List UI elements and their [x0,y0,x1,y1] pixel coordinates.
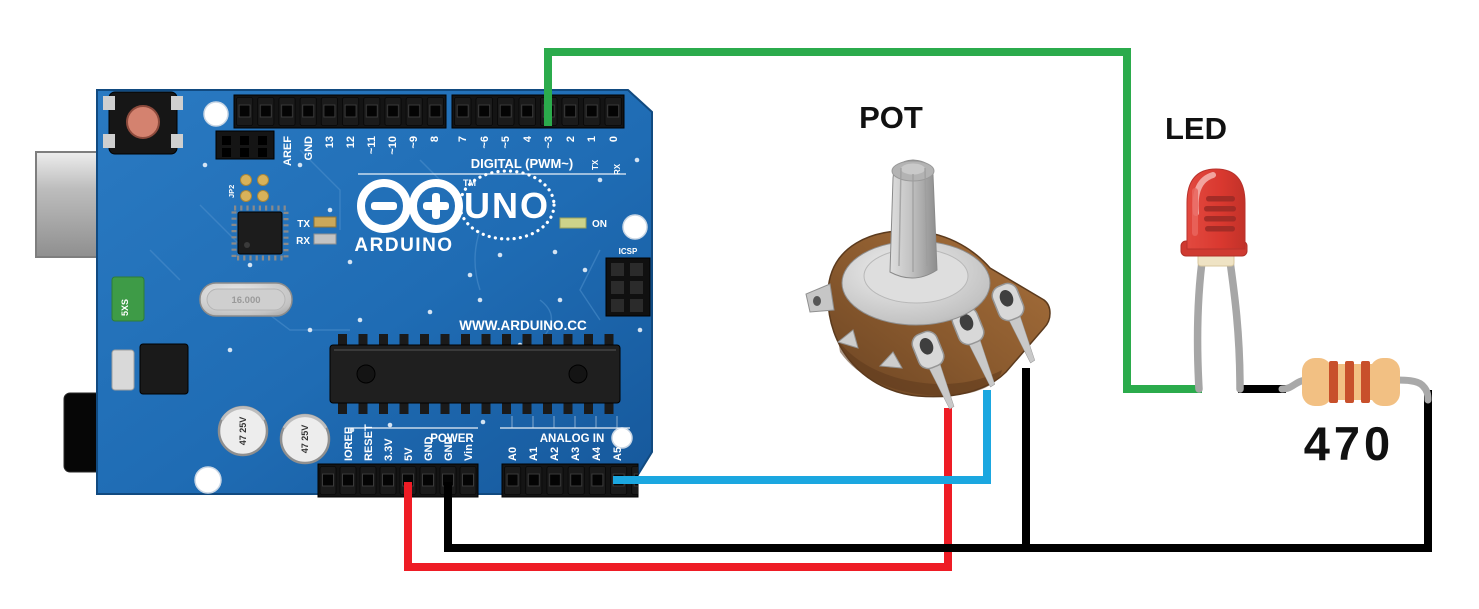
pot-tab-small-1 [836,329,859,349]
crystal-label: 16.000 [231,295,260,306]
pin-label-5v: 5V [403,447,415,461]
pin-label-1: 1 [586,136,598,142]
reset-button [103,91,183,155]
jp2-label: JP2 [227,185,236,198]
capacitor-1: 47 25V [217,405,269,457]
pin-label-8: 8 [429,136,441,142]
resistor [1278,358,1432,406]
analog-section-label: ANALOG IN [540,433,605,445]
pin-label-a3: A3 [570,447,582,461]
icsp-label: ICSP [619,247,638,256]
jp2-pads [240,174,269,202]
pin-label-a4: A4 [591,446,603,461]
polyfuse: 5XS [111,276,145,322]
capacitor-2: 47 25V [279,413,331,465]
pot-shaft [889,159,938,279]
wire-black-gnd-to-resistor [444,390,1432,552]
atmega328-chip [329,334,621,414]
resistor-value-label: 470 [1304,417,1394,470]
analog-trace-lines [511,416,618,428]
pot-body-shadow [838,340,1002,396]
mounting-holes [194,101,648,494]
usb-controller-chip [231,205,289,261]
website-label: WWW.ARDUINO.CC [459,318,587,333]
pin-label-0: 0 [608,136,620,142]
tx-led [313,216,337,228]
led [1180,168,1248,393]
pin-label-10: ~10 [387,136,399,155]
digital-pin-labels-right: 7 ~6 ~5 4 ~3 2 1 0 TX RX [457,135,622,175]
capacitor-2-label: 47 25V [300,425,310,454]
pin-label-4: 4 [522,135,534,142]
wires [404,48,1432,571]
pin-label-aref: AREF [282,136,294,166]
pin-label-vin: Vin [463,444,475,461]
on-led [559,217,587,229]
regulator-pad [111,349,135,391]
voltage-regulator [139,343,189,395]
pin-label-a1: A1 [528,447,540,461]
resistor-right-lead [1388,376,1432,404]
pin-rx-label: RX [613,163,622,175]
led-label: LED [1165,111,1227,146]
pin-label-7: 7 [457,136,469,142]
pin-label-5: ~5 [500,136,512,149]
resistor-bands [1329,361,1370,403]
brand-label: ARDUINO [354,235,453,256]
pot-leg-right [991,282,1036,364]
pin-label-a2: A2 [549,447,561,461]
led-highlight-stripe [1192,188,1198,236]
digital-header-right-pins [452,95,624,128]
pot-label: POT [859,100,923,135]
pin-label-ioref: IOREF [343,427,355,461]
pin-label-12: 12 [345,136,357,148]
power-pin-labels: IOREF RESET 3.3V 5V GND GND Vin [343,424,475,461]
pin-label-a5: A5 [612,447,624,461]
pin-label-reset: RESET [363,424,375,461]
digital-section-label: DIGITAL (PWM~) [471,156,573,171]
usb-icsp-header [215,130,275,160]
fuse-label: 5XS [120,299,130,316]
pin-label-gnd-2: GND [443,437,455,462]
pin-tx-label: TX [591,159,600,170]
uno-badge: UNO [458,169,556,241]
pin-label-9: ~9 [408,136,420,149]
on-label: ON [592,219,607,230]
rx-led [313,233,337,245]
digital-pin-labels-left: AREF GND 13 12 ~11 ~10 ~9 8 [282,136,441,166]
power-section-label: POWER [430,433,474,445]
crystal-oscillator: 16.000 [199,282,293,317]
icsp-header [605,257,651,317]
wire-red-5v-to-pot [404,408,952,571]
wire-blue-a5-to-pot-wiper [613,390,991,484]
pot-mount-tab-hole [813,296,821,306]
uno-label: UNO [464,185,550,226]
analog-pin-labels: A0 A1 A2 A3 A4 A5 [507,446,624,461]
pin-label-6: ~6 [479,136,491,149]
led-right-leg [1225,250,1244,393]
potentiometer [805,159,1051,410]
pin-label-gnd-1: GND [423,437,435,462]
pin-label-2: 2 [565,136,577,142]
wire-green-pin3-to-led [544,48,1202,393]
pin-label-13: 13 [324,136,336,148]
power-header-pins [318,464,478,497]
pot-leg-left [911,330,955,410]
led-legs [1193,250,1244,393]
tx-label: TX [297,219,310,230]
led-stripes [1204,196,1236,232]
arduino-uno-board: JP2 TX RX 5XS 16.000 47 25V [35,89,653,498]
led-left-leg [1193,250,1207,393]
pin-label-11: ~11 [366,136,378,154]
capacitor-1-label: 47 25V [238,417,248,446]
pin-label-a0: A0 [507,447,519,461]
pot-tab-small-2 [878,351,903,369]
rx-label: RX [296,236,310,247]
pin-label-3: ~3 [543,136,555,149]
pin-label-gnd-top: GND [303,136,315,161]
digital-header-left-pins [234,95,446,128]
pin-label-3v3: 3.3V [383,438,395,461]
